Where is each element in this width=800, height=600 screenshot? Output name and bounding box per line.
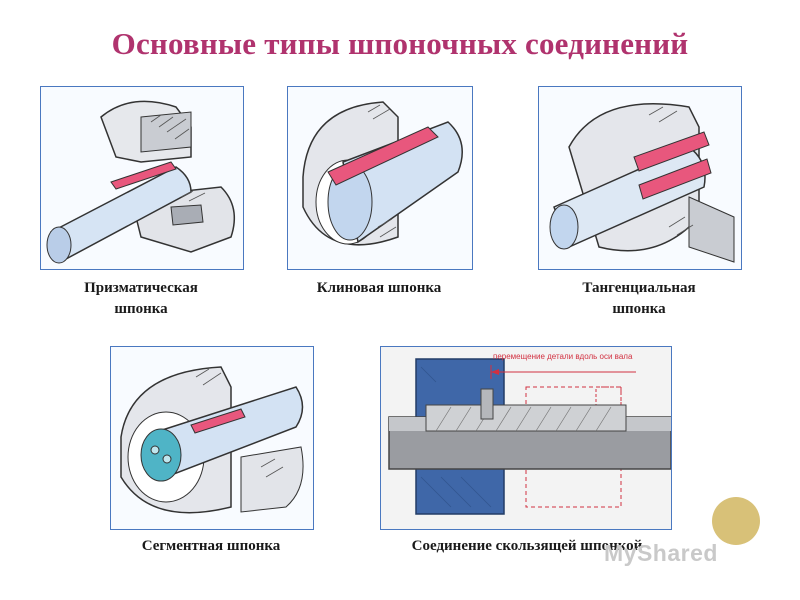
caption-line: шпонка: [612, 301, 666, 317]
caption-line: Соединение скользящей шпонкой: [411, 538, 643, 554]
wedge-key-illustration: [302, 101, 463, 246]
figure-wedge-key: [287, 86, 473, 270]
caption-line: Призматическая: [84, 280, 198, 296]
figure-tangential-key: [538, 86, 742, 270]
caption-prismatic-key: Призматическая шпонка: [40, 278, 242, 320]
figure-segment-key: [110, 346, 314, 530]
figure-prismatic-key: [40, 86, 244, 270]
figure-sliding-key: перемещение детали вдоль оси вала: [380, 346, 672, 530]
caption-line: Тангенциальная: [582, 280, 696, 296]
caption-sliding-key: Соединение скользящей шпонкой: [362, 536, 692, 557]
caption-line: Сегментная шпонка: [141, 538, 281, 554]
caption-tangential-key: Тангенциальная шпонка: [538, 278, 740, 320]
segment-key-illustration: [120, 366, 304, 514]
prismatic-key-illustration: [46, 100, 236, 264]
decorative-circle: [712, 497, 760, 545]
caption-line: шпонка: [114, 301, 168, 317]
sliding-key-illustration: перемещение детали вдоль оси вала: [388, 352, 671, 515]
tangential-key-illustration: [549, 103, 735, 263]
watermark-logo: MyShared: [604, 540, 718, 566]
caption-line: Клиновая шпонка: [316, 280, 442, 296]
caption-segment-key: Сегментная шпонка: [110, 536, 312, 557]
caption-wedge-key: Клиновая шпонка: [287, 278, 471, 299]
slide-title: Основные типы шпоночных соединений: [111, 26, 689, 61]
motion-annotation: перемещение детали вдоль оси вала: [493, 352, 633, 361]
